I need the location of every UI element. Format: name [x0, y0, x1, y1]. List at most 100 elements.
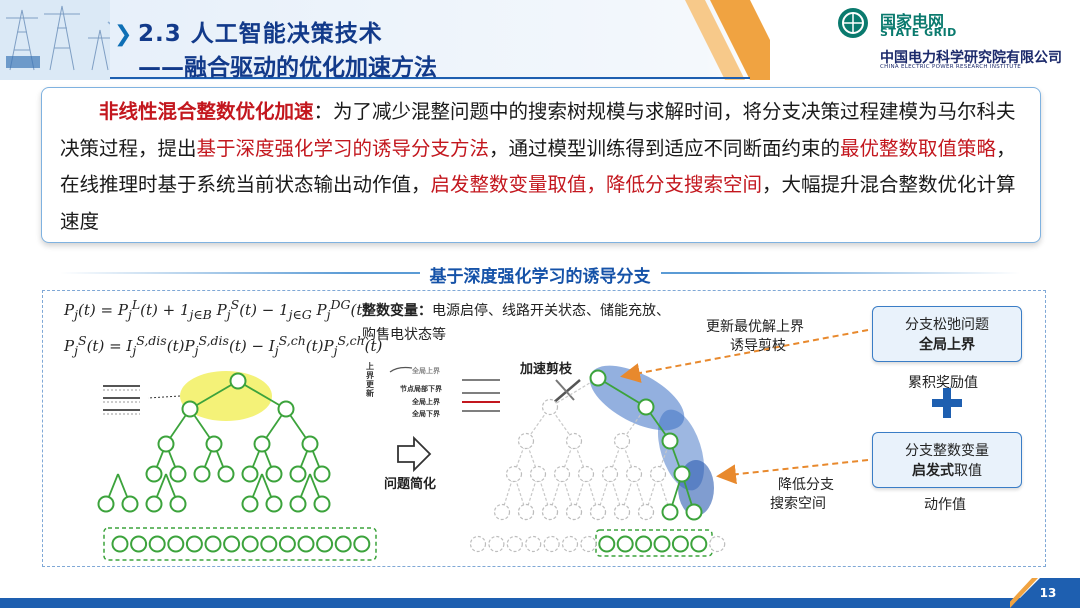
tree-node	[625, 465, 643, 483]
summary-highlight: 最优整数取值策略	[840, 136, 997, 160]
leaf-node	[316, 535, 334, 553]
plus-icon	[932, 388, 962, 418]
leaf-node	[525, 535, 542, 553]
tree-node	[97, 495, 115, 513]
tree-node	[541, 503, 559, 521]
leaf-node	[543, 535, 560, 553]
tree-node	[289, 495, 307, 513]
update-bound-label: 更新最优解上界	[706, 319, 804, 335]
tree-node	[541, 398, 559, 416]
leaf-node	[353, 535, 371, 553]
cumulative-reward-label: 累积奖励值	[908, 375, 978, 391]
leaf-node	[653, 535, 671, 553]
page-number: 13	[1039, 586, 1057, 600]
leaf-node	[671, 535, 689, 553]
page-title: 2.3 人工智能决策技术	[138, 21, 383, 47]
tree-node	[613, 432, 631, 450]
tree-node	[313, 465, 331, 483]
tree-node	[169, 465, 187, 483]
institute-name-cn: 中国电力科学研究院有限公司	[880, 50, 1062, 66]
legend-local-lower: 节点局部下界	[400, 385, 442, 393]
tree-node	[577, 465, 595, 483]
leaf-node	[278, 535, 296, 553]
tree-node	[193, 465, 211, 483]
tree-node	[637, 503, 655, 521]
tree-edge	[597, 377, 647, 408]
search-tree-left	[97, 372, 331, 513]
summary-text: ，通过模型训练得到适应不同断面约束的	[489, 136, 841, 160]
tree-node	[205, 435, 223, 453]
tree-node	[661, 503, 679, 521]
tree-node	[613, 503, 631, 521]
section-title: 基于深度强化学习的诱导分支	[0, 262, 1080, 287]
tree-node	[565, 503, 583, 521]
power-balance-formula: Pj(t) = PjL(t) + 1j∈B PjS(t) − 1j∈G PjDG…	[64, 297, 369, 322]
leaf-nodes-left	[111, 535, 371, 553]
summary-box: 非线性混合整数优化加速：为了减少混整问题中的搜索树规模与求解时间，将分支决策过程…	[41, 87, 1041, 243]
tree-node	[145, 465, 163, 483]
bound-lines-right	[389, 366, 500, 412]
tree-node	[265, 495, 283, 513]
summary-paragraph: 非线性混合整数优化加速：为了减少混整问题中的搜索树规模与求解时间，将分支决策过程…	[60, 94, 1022, 240]
page-tab	[1010, 578, 1080, 608]
tree-node	[241, 495, 259, 513]
tree-node	[637, 398, 655, 416]
header: ❯ 2.3 人工智能决策技术 ——融合驱动的优化加速方法 国家电网 STATE …	[0, 0, 1080, 82]
search-space-label: 搜索空间	[770, 496, 826, 512]
tree-node	[589, 369, 607, 387]
leaf-node	[185, 535, 203, 553]
legend-global-upper-2: 全局上界	[412, 398, 440, 406]
tree-node	[529, 465, 547, 483]
diagram-frame	[42, 290, 1046, 567]
tree-node	[265, 465, 283, 483]
action-value-label: 动作值	[924, 497, 966, 513]
tree-node	[289, 465, 307, 483]
tree-node	[241, 465, 259, 483]
tree-edge	[237, 380, 287, 410]
tree-node	[157, 435, 175, 453]
tree-node	[121, 495, 139, 513]
header-band	[110, 0, 770, 80]
root-highlight	[180, 371, 272, 421]
integer-variables-text: 整数变量：电源启停、线路开关状态、储能充放、购售电状态等	[362, 303, 670, 343]
tree-node	[601, 465, 619, 483]
tree-node	[145, 495, 163, 513]
induce-prune-arrow	[620, 329, 869, 383]
tree-node	[649, 465, 667, 483]
tree-node	[253, 435, 271, 453]
heuristic-value-arrow	[716, 459, 869, 485]
leaf-node	[635, 535, 653, 553]
leaf-node	[488, 535, 505, 553]
branch-integer-box: 分支整数变量 启发式取值	[872, 432, 1022, 488]
leaf-node	[260, 535, 278, 553]
leaf-node	[297, 535, 315, 553]
search-tree-right	[493, 369, 703, 521]
bound-lines-left	[103, 385, 140, 415]
tree-node	[169, 495, 187, 513]
summary-text: ，在线推理时基于系统当前状态输出动作值，	[60, 136, 1016, 197]
leaf-node	[111, 535, 129, 553]
tree-node	[517, 503, 535, 521]
tree-node	[517, 432, 535, 450]
branch-relax-box: 分支松弛问题 全局上界	[872, 306, 1022, 362]
logo-name-en: STATE GRID	[880, 26, 957, 39]
tree-node	[301, 435, 319, 453]
tree-node	[685, 503, 703, 521]
accelerate-prune-label: 加速剪枝	[520, 362, 573, 377]
chevron-right-icon: ❯	[114, 22, 133, 47]
footer-bar	[0, 598, 1080, 608]
page-subtitle: ——融合驱动的优化加速方法	[138, 55, 437, 81]
tree-node	[493, 503, 511, 521]
leaf-node	[709, 535, 726, 553]
tree-node	[673, 465, 691, 483]
leaf-node	[598, 535, 616, 553]
induce-prune-label: 诱导剪枝	[730, 338, 786, 354]
tree-edge	[549, 377, 599, 408]
tree-node	[505, 465, 523, 483]
summary-text: ：为了减少混整问题中的搜索树规模与求解时间，将分支决策过程建模为马尔科夫决策过程…	[60, 100, 1016, 160]
summary-highlight: 启发整数变量取值，降低分支搜索空间	[430, 173, 763, 196]
leaf-node	[506, 535, 523, 553]
leaf-node	[223, 535, 241, 553]
leaf-node	[241, 535, 259, 553]
